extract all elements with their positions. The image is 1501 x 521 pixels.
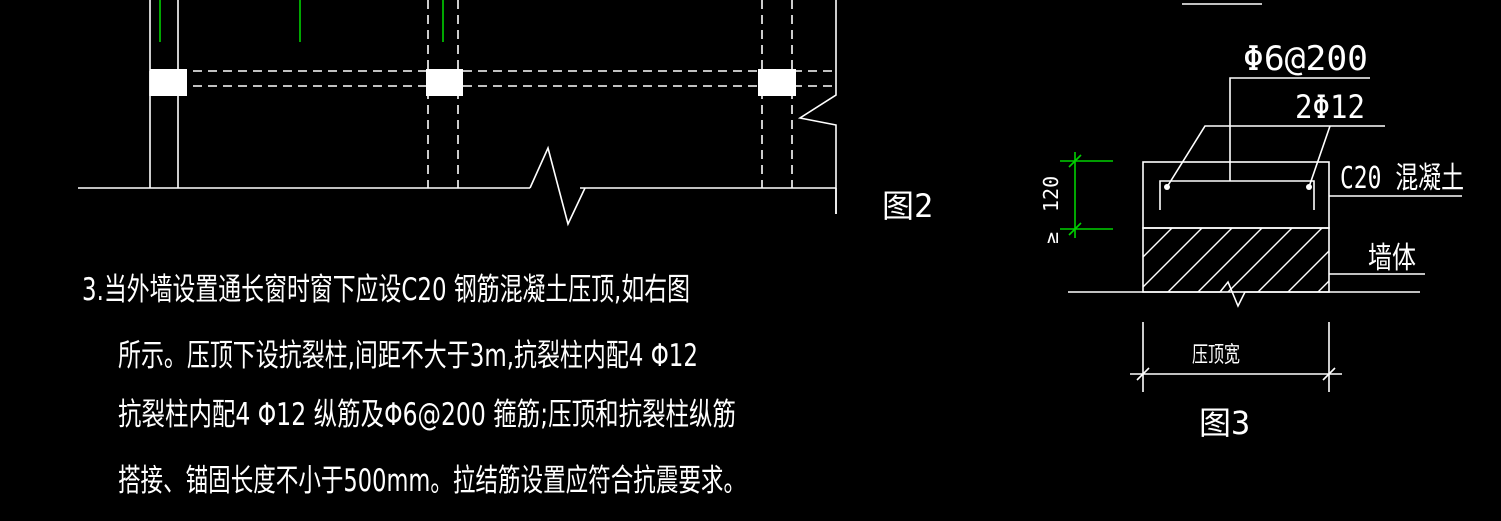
label-longitudinal: 2Φ12 bbox=[1295, 88, 1365, 126]
leader-longitudinal-right bbox=[1308, 125, 1331, 188]
section-ground bbox=[1068, 280, 1420, 308]
dim-height-prefix: ≥ bbox=[1039, 232, 1063, 244]
figure-2: 图2 bbox=[78, 0, 933, 227]
figure-2-label: 图2 bbox=[882, 187, 933, 225]
dim-width-label: 压顶宽 bbox=[1192, 343, 1240, 368]
dim-height-tick-top bbox=[1068, 154, 1082, 168]
joint-2 bbox=[426, 69, 463, 96]
rebar-cage bbox=[1159, 180, 1315, 210]
joint-1 bbox=[150, 69, 187, 96]
note-line-4: 搭接、锚固长度不小于500mm。拉结筋设置应符合抗震要求。 bbox=[118, 463, 746, 499]
label-concrete: C20 混凝土 bbox=[1340, 161, 1464, 196]
coping-section bbox=[1142, 161, 1330, 229]
leader-longitudinal-left bbox=[1166, 125, 1385, 188]
note-block: 3.当外墙设置通长窗时窗下应设C20 钢筋混凝土压顶,如右图 所示。压顶下设抗裂… bbox=[82, 272, 746, 499]
dim-height-tick-bottom bbox=[1068, 222, 1082, 236]
break-mark bbox=[529, 145, 586, 227]
dim-width-tick-left bbox=[1136, 367, 1150, 381]
wall-hatch bbox=[1143, 228, 1329, 292]
joint-3 bbox=[758, 69, 796, 96]
dim-width-tick-right bbox=[1322, 367, 1336, 381]
dim-height-value: 120 bbox=[1039, 176, 1063, 212]
note-line-3: 抗裂柱内配4 Φ12 纵筋及Φ6@200 箍筋;压顶和抗裂柱纵筋 bbox=[118, 397, 736, 433]
figure-3-label: 图3 bbox=[1199, 404, 1250, 442]
note-line-1: 3.当外墙设置通长窗时窗下应设C20 钢筋混凝土压顶,如右图 bbox=[82, 272, 690, 308]
label-wall: 墙体 bbox=[1368, 241, 1416, 276]
wall-section bbox=[1142, 227, 1330, 293]
note-line-2: 所示。压顶下设抗裂柱,间距不大于3m,抗裂柱内配4 Φ12 bbox=[118, 338, 698, 374]
figure-3: Φ6@200 2Φ12 C20 混凝土 墙体 120 ≥ 压顶宽 图3 bbox=[1039, 3, 1464, 442]
leader-stirrup bbox=[1229, 77, 1370, 181]
label-stirrup: Φ6@200 bbox=[1243, 39, 1368, 79]
wall-break-right bbox=[797, 70, 837, 214]
